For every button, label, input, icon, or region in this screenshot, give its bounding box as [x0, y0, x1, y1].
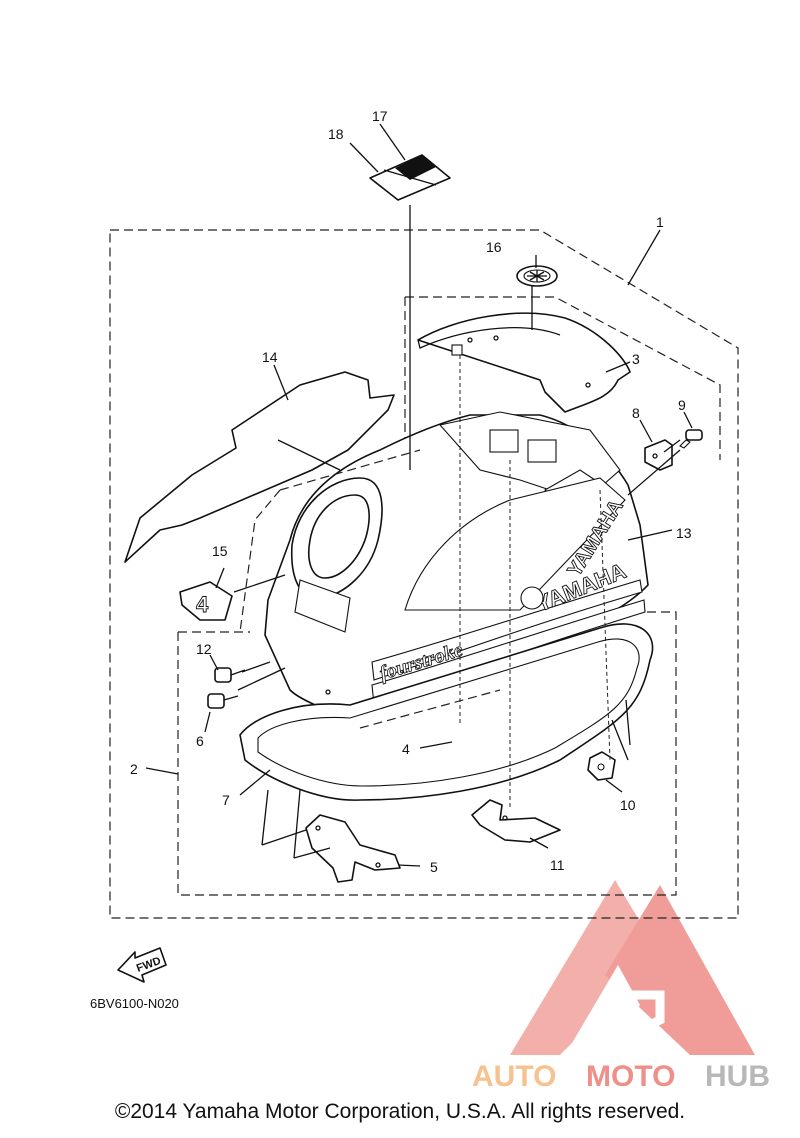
part-3-lid-edge [417, 327, 561, 349]
leader-lines [145, 123, 693, 867]
watermark-logo [510, 880, 755, 1055]
callout-12: 12 [196, 641, 212, 657]
callout-7: 7 [222, 792, 230, 808]
callout-8: 8 [632, 405, 640, 421]
fwd-arrow-icon: FWD [117, 947, 167, 983]
watermark-text-moto: MOTO [586, 1060, 675, 1093]
watermark-cutout [565, 965, 640, 1055]
callout-6: 6 [196, 733, 204, 749]
part-9-screw [679, 429, 703, 449]
watermark-triangle-left [510, 880, 660, 1055]
part-16-emblem [516, 265, 558, 287]
watermark-triangle-right [605, 885, 755, 1055]
callout-13: 13 [676, 525, 692, 541]
callout-16: 16 [486, 239, 502, 255]
callout-18: 18 [328, 126, 344, 142]
part-5-bracket [305, 814, 401, 883]
callout-14: 14 [262, 349, 278, 365]
callout-9: 9 [678, 397, 686, 413]
top-cover-boundary [239, 296, 721, 633]
callout-5: 5 [430, 859, 438, 875]
part-11-bracket [471, 799, 561, 843]
callout-10: 10 [620, 797, 636, 813]
part-15-badge: 4 [179, 581, 233, 621]
part-8-bracket [644, 439, 673, 471]
assembly-boundary-2 [177, 611, 677, 896]
part-17-18-labels [369, 154, 451, 201]
lid-pin [451, 344, 463, 356]
part-7-seal-inner [257, 638, 640, 787]
badge-label: 4 [196, 592, 209, 617]
callout-1: 1 [656, 214, 664, 230]
watermark-g-shape [630, 990, 665, 1035]
part-code: 6BV6100-N020 [90, 996, 179, 1011]
callout-4: 4 [402, 741, 410, 757]
yamaha-emblem-icon [520, 586, 544, 610]
callout-17: 17 [372, 108, 388, 124]
part-6-screw [207, 693, 239, 709]
part-10-clip [587, 751, 616, 781]
copyright-notice: ©2014 Yamaha Motor Corporation, U.S.A. A… [114, 1100, 686, 1123]
part-14-insulation-sheet [124, 371, 395, 563]
watermark-text-hub: HUB [705, 1060, 770, 1093]
watermark-text-auto: AUTO [472, 1060, 556, 1093]
callout-2: 2 [130, 761, 138, 777]
callout-11: 11 [550, 857, 565, 873]
part-12-screw [214, 667, 246, 683]
callout-15: 15 [212, 543, 228, 559]
assembly-boundary-1 [109, 229, 739, 919]
callouts: 1 2 3 4 5 6 7 8 9 10 11 12 13 14 15 16 1… [130, 108, 692, 875]
callout-3: 3 [632, 351, 640, 367]
watermark-wordmark: AUTO MOTO HUB [472, 1060, 770, 1093]
